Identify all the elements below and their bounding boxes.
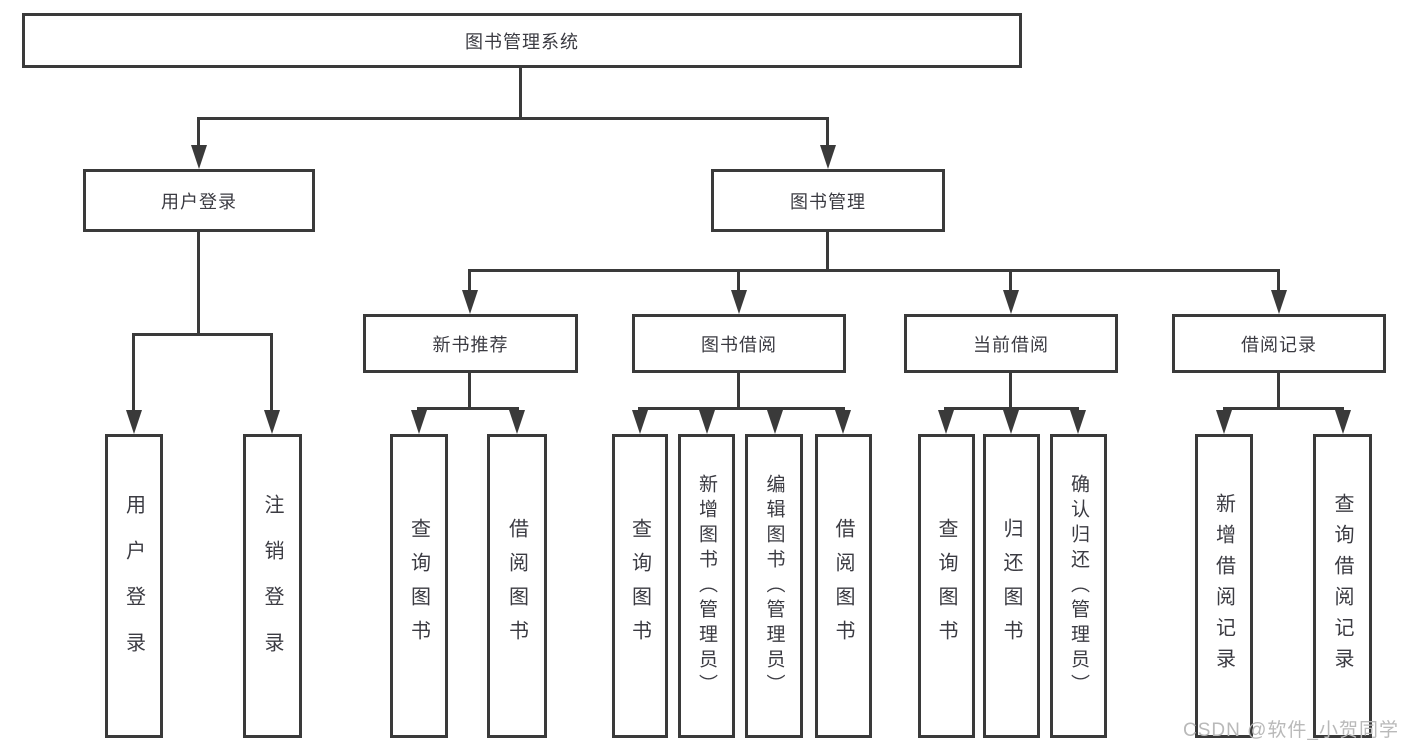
edge-user-login-stem — [197, 232, 200, 336]
node-user-login-label: 用户登录 — [161, 191, 237, 212]
leaf-borrow-books: 借阅图书 — [815, 434, 872, 738]
leaf-return-books-label: 归还图书 — [1000, 518, 1022, 654]
leaf-add-books-admin: 新增图书（管理员） — [678, 434, 735, 738]
edge-book-borrow-stem — [737, 373, 740, 410]
edge-borrow-records-bus — [1223, 407, 1344, 410]
leaf-add-borrow-record-label: 新增借阅记录 — [1212, 493, 1235, 679]
edge-current-borrow-bus — [944, 407, 1079, 410]
edge-root-drop-right — [826, 117, 829, 147]
arrowhead-book-management — [820, 145, 836, 169]
edge-new-book-stem — [468, 373, 471, 410]
node-user-login: 用户登录 — [83, 169, 315, 232]
edge-current-borrow-stem — [1009, 373, 1012, 410]
edge-bm-drop-3 — [1009, 269, 1012, 293]
edge-bm-drop-2 — [737, 269, 740, 293]
leaf-borrow-books-recommend-label: 借阅图书 — [505, 518, 528, 654]
edge-root-drop-left — [197, 117, 200, 147]
node-root: 图书管理系统 — [22, 13, 1022, 68]
leaf-query-books-borrow-label: 查询图书 — [628, 518, 651, 654]
arrowhead-leaf-12 — [1216, 410, 1232, 434]
edge-root-stem — [519, 68, 522, 118]
arrowhead-leaf-4 — [509, 410, 525, 434]
node-current-borrow: 当前借阅 — [904, 314, 1118, 373]
node-root-label: 图书管理系统 — [465, 31, 579, 52]
leaf-edit-books-admin: 编辑图书（管理员） — [745, 434, 803, 738]
arrowhead-current-borrow — [1003, 290, 1019, 314]
arrowhead-leaf-2 — [264, 410, 280, 434]
leaf-query-borrow-record: 查询借阅记录 — [1313, 434, 1372, 738]
node-borrow-records: 借阅记录 — [1172, 314, 1386, 373]
edge-new-book-bus — [417, 407, 519, 410]
arrowhead-new-book-recommend — [462, 290, 478, 314]
edge-bm-drop-4 — [1277, 269, 1280, 293]
leaf-add-books-admin-label: 新增图书（管理员） — [696, 473, 717, 699]
arrowhead-leaf-10 — [1003, 410, 1019, 434]
edge-user-login-bus — [132, 333, 273, 336]
leaf-query-books-recommend: 查询图书 — [390, 434, 448, 738]
edge-book-management-stem — [826, 232, 829, 272]
leaf-query-books-current-label: 查询图书 — [935, 518, 957, 654]
leaf-return-books: 归还图书 — [983, 434, 1040, 738]
node-book-management-label: 图书管理 — [790, 191, 866, 212]
edge-root-bus — [197, 117, 829, 120]
leaf-confirm-return-admin: 确认归还（管理员） — [1050, 434, 1107, 738]
edge-book-management-bus — [468, 269, 1280, 272]
leaf-borrow-books-label: 借阅图书 — [832, 518, 854, 654]
leaf-query-books-borrow: 查询图书 — [612, 434, 668, 738]
edge-bm-drop-1 — [468, 269, 471, 293]
edge-borrow-records-stem — [1277, 373, 1280, 410]
edge-user-login-drop-1 — [132, 333, 135, 412]
leaf-logout-label: 注销登录 — [261, 494, 283, 678]
edge-user-login-drop-2 — [270, 333, 273, 412]
arrowhead-leaf-5 — [632, 410, 648, 434]
leaf-query-books-current: 查询图书 — [918, 434, 975, 738]
node-borrow-records-label: 借阅记录 — [1241, 334, 1317, 355]
arrowhead-leaf-3 — [411, 410, 427, 434]
arrowhead-leaf-13 — [1335, 410, 1351, 434]
leaf-add-borrow-record: 新增借阅记录 — [1195, 434, 1253, 738]
arrowhead-borrow-records — [1271, 290, 1287, 314]
arrowhead-leaf-6 — [699, 410, 715, 434]
node-new-book-recommend: 新书推荐 — [363, 314, 578, 373]
leaf-borrow-books-recommend: 借阅图书 — [487, 434, 547, 738]
arrowhead-leaf-7 — [767, 410, 783, 434]
csdn-watermark: CSDN @软件_小贺同学 — [1183, 720, 1399, 741]
edge-book-borrow-bus — [638, 407, 845, 410]
leaf-query-books-recommend-label: 查询图书 — [407, 518, 430, 654]
leaf-logout: 注销登录 — [243, 434, 302, 738]
leaf-confirm-return-admin-label: 确认归还（管理员） — [1068, 473, 1089, 699]
node-book-borrow: 图书借阅 — [632, 314, 846, 373]
node-new-book-recommend-label: 新书推荐 — [432, 334, 509, 355]
leaf-user-login: 用户登录 — [105, 434, 163, 738]
node-current-borrow-label: 当前借阅 — [973, 334, 1049, 355]
node-book-management: 图书管理 — [711, 169, 945, 232]
leaf-query-borrow-record-label: 查询借阅记录 — [1331, 493, 1353, 679]
arrowhead-leaf-1 — [126, 410, 142, 434]
node-book-borrow-label: 图书借阅 — [701, 334, 777, 355]
arrowhead-leaf-9 — [938, 410, 954, 434]
arrowhead-book-borrow — [731, 290, 747, 314]
arrowhead-leaf-11 — [1070, 410, 1086, 434]
arrowhead-leaf-8 — [835, 410, 851, 434]
leaf-user-login-label: 用户登录 — [122, 494, 145, 678]
arrowhead-user-login — [191, 145, 207, 169]
leaf-edit-books-admin-label: 编辑图书（管理员） — [763, 473, 785, 699]
